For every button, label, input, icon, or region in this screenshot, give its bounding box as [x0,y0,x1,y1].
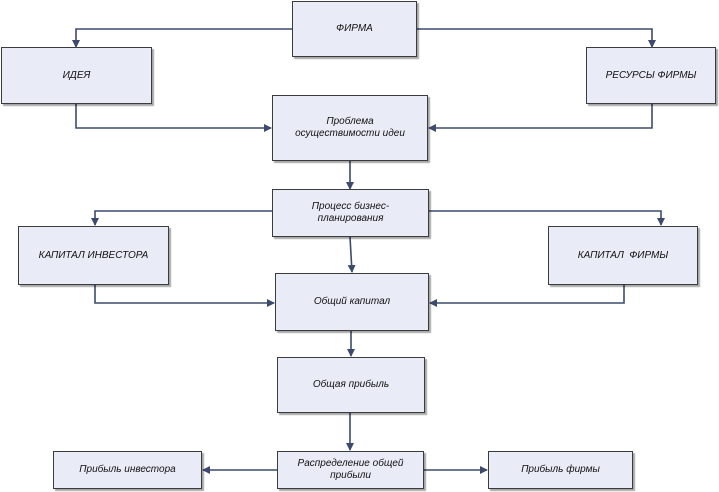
node-feasibility: Проблема осуществимости идеи [272,95,428,161]
arrow-firm-to-resources [417,28,656,48]
node-investor-capital-label: КАПИТАЛ ИНВЕСТОРА [38,249,149,261]
node-investor-profit-label: Прибыль инвестора [79,464,176,475]
node-total-profit-label: Общая прибыль [312,379,390,390]
node-firm-profit-label: Прибыль фирмы [521,464,600,475]
arrow-firm-capital-to-total [429,285,625,307]
node-firm-capital-label: КАПИТАЛ ФИРМЫ [577,249,669,261]
node-investor-capital: КАПИТАЛ ИНВЕСТОРА [18,226,169,285]
node-investor-profit: Прибыль инвестора [53,451,202,489]
node-firm-profit: Прибыль фирмы [488,451,633,489]
node-resources: РЕСУРСЫ ФИРМЫ [586,47,716,104]
arrow-planning-to-total-capital [347,236,356,273]
arrow-planning-to-investor-capital [91,210,272,226]
node-idea-label: ИДЕЯ [62,69,91,81]
node-total-profit: Общая прибыль [277,357,425,413]
node-distribution: Распределение общей прибыли [277,451,424,489]
node-total-capital-label: Общий капитал [313,296,391,307]
arrow-resources-to-feasibility [428,104,653,132]
arrow-investor-capital-to-total [94,285,275,307]
node-distribution-label: Распределение общей прибыли [297,458,404,481]
arrow-firm-to-idea [72,28,292,48]
node-resources-label: РЕСУРСЫ ФИРМЫ [605,69,697,81]
node-feasibility-label: Проблема осуществимости идеи [295,116,405,139]
node-planning: Процесс бизнес-планирования [272,189,429,237]
node-idea: ИДЕЯ [1,47,152,104]
node-total-capital: Общий капитал [275,273,429,331]
node-firm-capital: КАПИТАЛ ФИРМЫ [548,226,698,285]
arrow-idea-to-feasibility [75,104,272,132]
node-firm-label: ФИРМА [336,23,373,34]
arrow-planning-to-firm-capital [429,210,665,226]
node-firm: ФИРМА [292,1,417,57]
node-planning-label: Процесс бизнес-планирования [311,201,390,224]
